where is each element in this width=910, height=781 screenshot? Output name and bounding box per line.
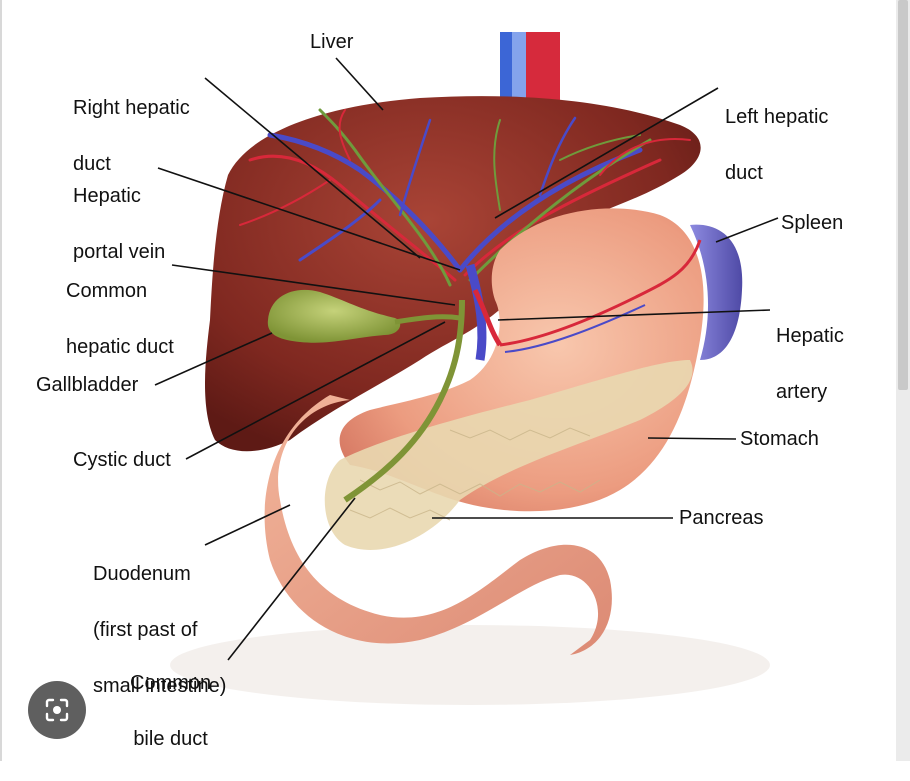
pancreas-lobules bbox=[349, 427, 601, 521]
label-duodenum-line3: small intestine) bbox=[93, 675, 227, 697]
label-left-hepatic-duct-line2: duct bbox=[725, 162, 763, 184]
label-stomach: Stomach bbox=[740, 428, 819, 450]
label-hepatic-portal-vein-line2: portal vein bbox=[73, 241, 166, 263]
leader-common-bile-duct bbox=[227, 497, 356, 661]
anatomy-illustration: Liver Right hepatic duct Hepatic portal … bbox=[36, 31, 844, 750]
label-hepatic-portal-vein: Hepatic portal vein bbox=[73, 154, 165, 294]
leader-right-hepatic-duct bbox=[204, 77, 421, 259]
leader-hepatic-portal-vein bbox=[157, 167, 461, 271]
hepatic-artery-path bbox=[472, 288, 503, 347]
label-common-hepatic-duct-line2: hepatic duct bbox=[66, 336, 174, 358]
scrollbar-track[interactable] bbox=[896, 0, 910, 761]
label-left-hepatic-duct: Left hepatic duct bbox=[725, 75, 828, 215]
label-common-hepatic-duct-line1: Common bbox=[66, 280, 148, 302]
cystic-duct-path bbox=[394, 314, 461, 325]
lens-search-button[interactable] bbox=[28, 681, 86, 739]
label-right-hepatic-duct: Right hepatic duct bbox=[73, 66, 190, 206]
label-gallbladder: Gallbladder bbox=[36, 374, 139, 396]
label-hepatic-portal-vein-line1: Hepatic bbox=[73, 185, 141, 207]
leader-gallbladder bbox=[154, 332, 273, 386]
left-border bbox=[0, 0, 2, 761]
label-left-hepatic-duct-line1: Left hepatic bbox=[725, 106, 829, 128]
stomach-artery bbox=[499, 239, 702, 347]
label-common-bile-duct-line2: bile duct bbox=[133, 728, 208, 750]
lens-search-icon bbox=[45, 698, 69, 722]
label-duodenum-line1: Duodenum bbox=[93, 563, 191, 585]
leader-common-hepatic-duct bbox=[171, 264, 456, 306]
label-pancreas: Pancreas bbox=[679, 507, 764, 529]
portal-vein-path bbox=[465, 263, 487, 361]
label-spleen: Spleen bbox=[781, 212, 844, 234]
label-right-hepatic-duct-line1: Right hepatic bbox=[73, 97, 190, 119]
ground-shadow bbox=[170, 625, 770, 705]
liver-shape bbox=[205, 96, 701, 452]
vessel-highlight bbox=[512, 32, 526, 112]
liver-vessels bbox=[239, 108, 691, 287]
leader-lines bbox=[154, 57, 779, 661]
gallbladder-shape bbox=[267, 289, 401, 343]
label-common-hepatic-duct: Common hepatic duct bbox=[66, 249, 174, 389]
duodenum-shape bbox=[264, 395, 612, 655]
label-hepatic-artery-line1: Hepatic bbox=[776, 325, 844, 347]
leader-liver bbox=[335, 57, 384, 111]
leader-hepatic-artery bbox=[497, 309, 771, 321]
label-right-hepatic-duct-line2: duct bbox=[73, 153, 111, 175]
common-bile-duct-path bbox=[343, 299, 465, 503]
label-hepatic-artery: Hepatic artery bbox=[776, 294, 844, 434]
leader-cystic-duct bbox=[185, 321, 446, 460]
scrollbar-thumb[interactable] bbox=[898, 0, 908, 390]
leader-duodenum bbox=[204, 504, 291, 546]
spleen-shape bbox=[690, 224, 743, 360]
label-duodenum-line2: (first past of bbox=[93, 619, 198, 641]
label-liver: Liver bbox=[310, 31, 354, 53]
label-common-bile-duct-line1: Common bbox=[130, 672, 212, 694]
leader-left-hepatic-duct bbox=[494, 87, 719, 219]
label-duodenum: Duodenum (first past of small intestine) bbox=[93, 532, 226, 728]
leader-stomach bbox=[647, 437, 737, 440]
pancreas-shape bbox=[324, 360, 693, 550]
leader-spleen bbox=[715, 217, 779, 243]
label-hepatic-artery-line2: artery bbox=[776, 381, 828, 403]
label-common-bile-duct: Common bile duct bbox=[130, 641, 211, 781]
digestive-organs-drawing bbox=[154, 32, 779, 705]
label-cystic-duct: Cystic duct bbox=[73, 449, 171, 471]
